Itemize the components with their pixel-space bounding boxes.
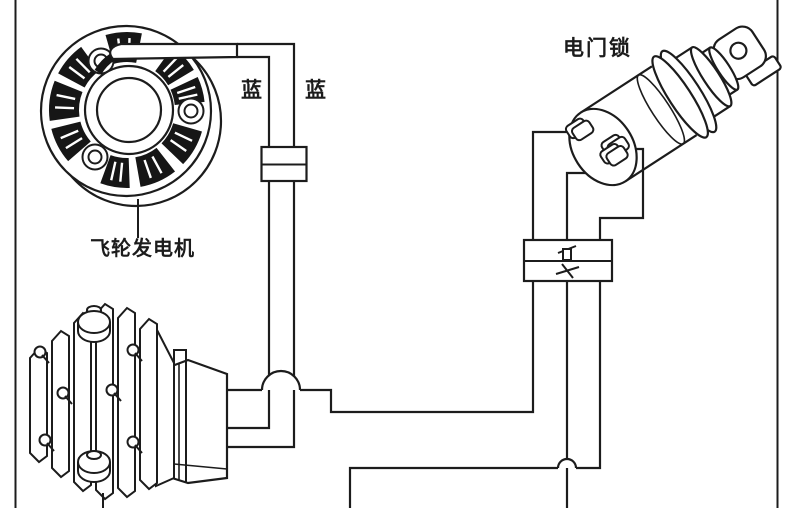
rectifier-rivet-tick xyxy=(113,392,122,402)
bolt-shaft-cap xyxy=(86,450,102,460)
rectifier-rivet-tick xyxy=(134,444,143,454)
generator-coil xyxy=(48,80,83,121)
generator-coil-segments xyxy=(48,31,205,188)
generator-boss-hole xyxy=(183,103,199,119)
rectifier-rivet-tick xyxy=(64,395,73,405)
rectifier-bolt-top xyxy=(77,305,111,343)
connector-terminal-marks xyxy=(555,245,580,279)
rectifier-rivets xyxy=(33,343,143,454)
terminal-mark-top-box xyxy=(562,248,572,261)
generator-coil-hatch xyxy=(110,161,117,181)
generator-coil-hatch xyxy=(60,129,79,140)
heatsink-fin xyxy=(51,329,70,479)
switch-barrel-band xyxy=(636,73,686,145)
wire-blue-right xyxy=(227,42,296,449)
terminal-mark-bottom-tick2 xyxy=(561,263,574,279)
rectifier-plug-lip xyxy=(173,463,228,470)
wire-switch-right-down xyxy=(576,147,645,470)
generator-hub-hole xyxy=(95,76,163,144)
generator-coil xyxy=(58,46,99,88)
rectifier-plug xyxy=(170,349,229,485)
generator-coil-hatch xyxy=(174,131,193,142)
generator-coil-hatch xyxy=(162,57,178,73)
wire-blue-left xyxy=(227,55,271,430)
generator-coil-hatch xyxy=(143,159,152,179)
generator-coil xyxy=(51,121,91,162)
generator-coil-hatch xyxy=(65,137,83,150)
generator-coil-hatch xyxy=(167,64,184,78)
label-ignition-switch: 电门锁 xyxy=(563,37,632,60)
rectifier-body xyxy=(155,327,175,488)
leader-lines xyxy=(102,199,139,508)
generator-coil-hatch xyxy=(151,155,163,174)
switch-nut xyxy=(689,45,733,108)
heatsink-fin xyxy=(139,317,158,491)
key-hole xyxy=(729,41,748,60)
frame-borders xyxy=(14,0,779,508)
wire-switch-to-rectifier xyxy=(300,130,574,414)
rectifier-rivet-tick xyxy=(134,352,143,362)
switch-terminals xyxy=(564,117,630,167)
generator-coil-hatch xyxy=(56,93,76,101)
wire-bottom-left-drop xyxy=(348,466,558,508)
connector-block-blue-wires xyxy=(260,145,308,183)
rectifier-illustration xyxy=(29,302,229,501)
flywheel-generator-illustration xyxy=(39,24,239,208)
label-wire-blue-left: 蓝 xyxy=(241,79,262,102)
wire-crossover-bridge-mask xyxy=(262,371,300,390)
rectifier-rivet-tick xyxy=(41,354,50,364)
wire-crossover-hop xyxy=(556,457,578,469)
generator-coil xyxy=(161,123,202,165)
rectifier-bolt-bottom xyxy=(77,450,111,483)
generator-coil-hatch xyxy=(119,162,124,182)
rectifier-rivet-tick xyxy=(46,442,55,452)
generator-coil-hatch xyxy=(169,139,187,152)
switch-terminal-top-face xyxy=(571,119,595,142)
switch-collar-front xyxy=(651,55,709,139)
generator-coil-hatch xyxy=(176,85,196,95)
generator-coil-hatch xyxy=(178,93,198,100)
wire-switch-main-down xyxy=(565,171,592,508)
wire-crossovers xyxy=(260,369,578,469)
generator-coil-hatch xyxy=(55,106,75,110)
label-flywheel-generator: 飞轮发电机 xyxy=(90,238,195,260)
heatsink-fin xyxy=(95,302,114,501)
generator-coil-hatch xyxy=(68,66,86,80)
generator-boss-hole xyxy=(87,149,103,165)
connector-block-main xyxy=(522,238,614,283)
bolt-head-top xyxy=(77,310,111,334)
wire-crossover-bridge xyxy=(260,369,302,391)
generator-coil xyxy=(155,46,194,86)
heatsink-fin xyxy=(117,306,136,499)
label-wire-blue-right: 蓝 xyxy=(305,79,326,102)
generator-coil-hatch xyxy=(75,57,91,74)
generator-cable xyxy=(109,42,239,61)
wires xyxy=(227,42,645,508)
switch-terminal-bottom-face xyxy=(605,144,629,167)
ignition-switch-illustration xyxy=(564,25,782,187)
generator-coil xyxy=(135,147,176,187)
